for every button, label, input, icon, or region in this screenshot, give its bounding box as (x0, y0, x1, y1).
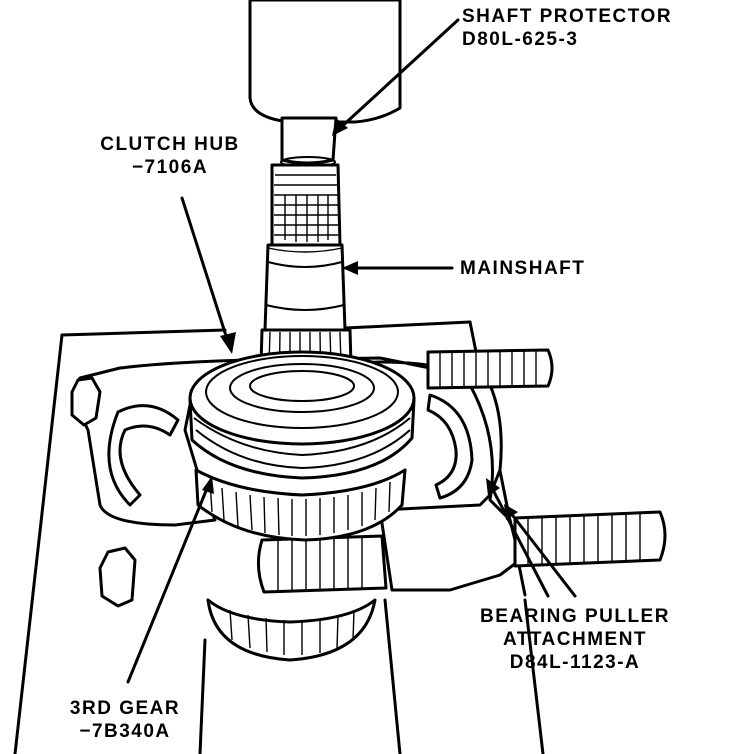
shaft-protector-name: SHAFT PROTECTOR (462, 6, 673, 27)
clutch-hub (188, 350, 416, 480)
bearing-puller-label: BEARING PULLER ATTACHMENT D84L-1123-A (445, 605, 705, 674)
bearing-puller-leader-2 (508, 510, 577, 598)
clutch-hub-label: CLUTCH HUB −7106A (78, 133, 262, 179)
clutch-hub-name: CLUTCH HUB (100, 134, 240, 155)
third-gear (194, 468, 407, 542)
bearing-puller-part: D84L-1123-A (509, 652, 641, 673)
mainshaft-name: MAINSHAFT (460, 258, 586, 279)
lower-right-rod (513, 510, 667, 568)
bearing-puller-leader-1 (490, 486, 550, 598)
shaft-protector (280, 116, 338, 168)
lower-front-rod (257, 534, 388, 594)
upper-right-rod (426, 348, 554, 390)
clutch-hub-part: −7106A (131, 157, 209, 178)
lower-gear (206, 598, 377, 662)
leader-lines (126, 18, 577, 684)
shaft-protector-leader (336, 18, 460, 132)
left-bolt (70, 376, 137, 608)
press-ram (248, 0, 402, 124)
third-gear-leader (126, 484, 210, 684)
shaft-protector-part: D80L-625-3 (462, 29, 579, 50)
shaft-protector-label: SHAFT PROTECTOR D80L-625-3 (462, 5, 672, 51)
bearing-puller-line2: ATTACHMENT (502, 629, 648, 650)
third-gear-label: 3RD GEAR −7B340A (40, 697, 210, 743)
mainshaft-label: MAINSHAFT (460, 257, 585, 280)
clutch-hub-leader (180, 196, 230, 344)
bearing-puller-name: BEARING PULLER (480, 606, 670, 627)
third-gear-name: 3RD GEAR (69, 698, 181, 719)
third-gear-part: −7B340A (79, 721, 171, 742)
